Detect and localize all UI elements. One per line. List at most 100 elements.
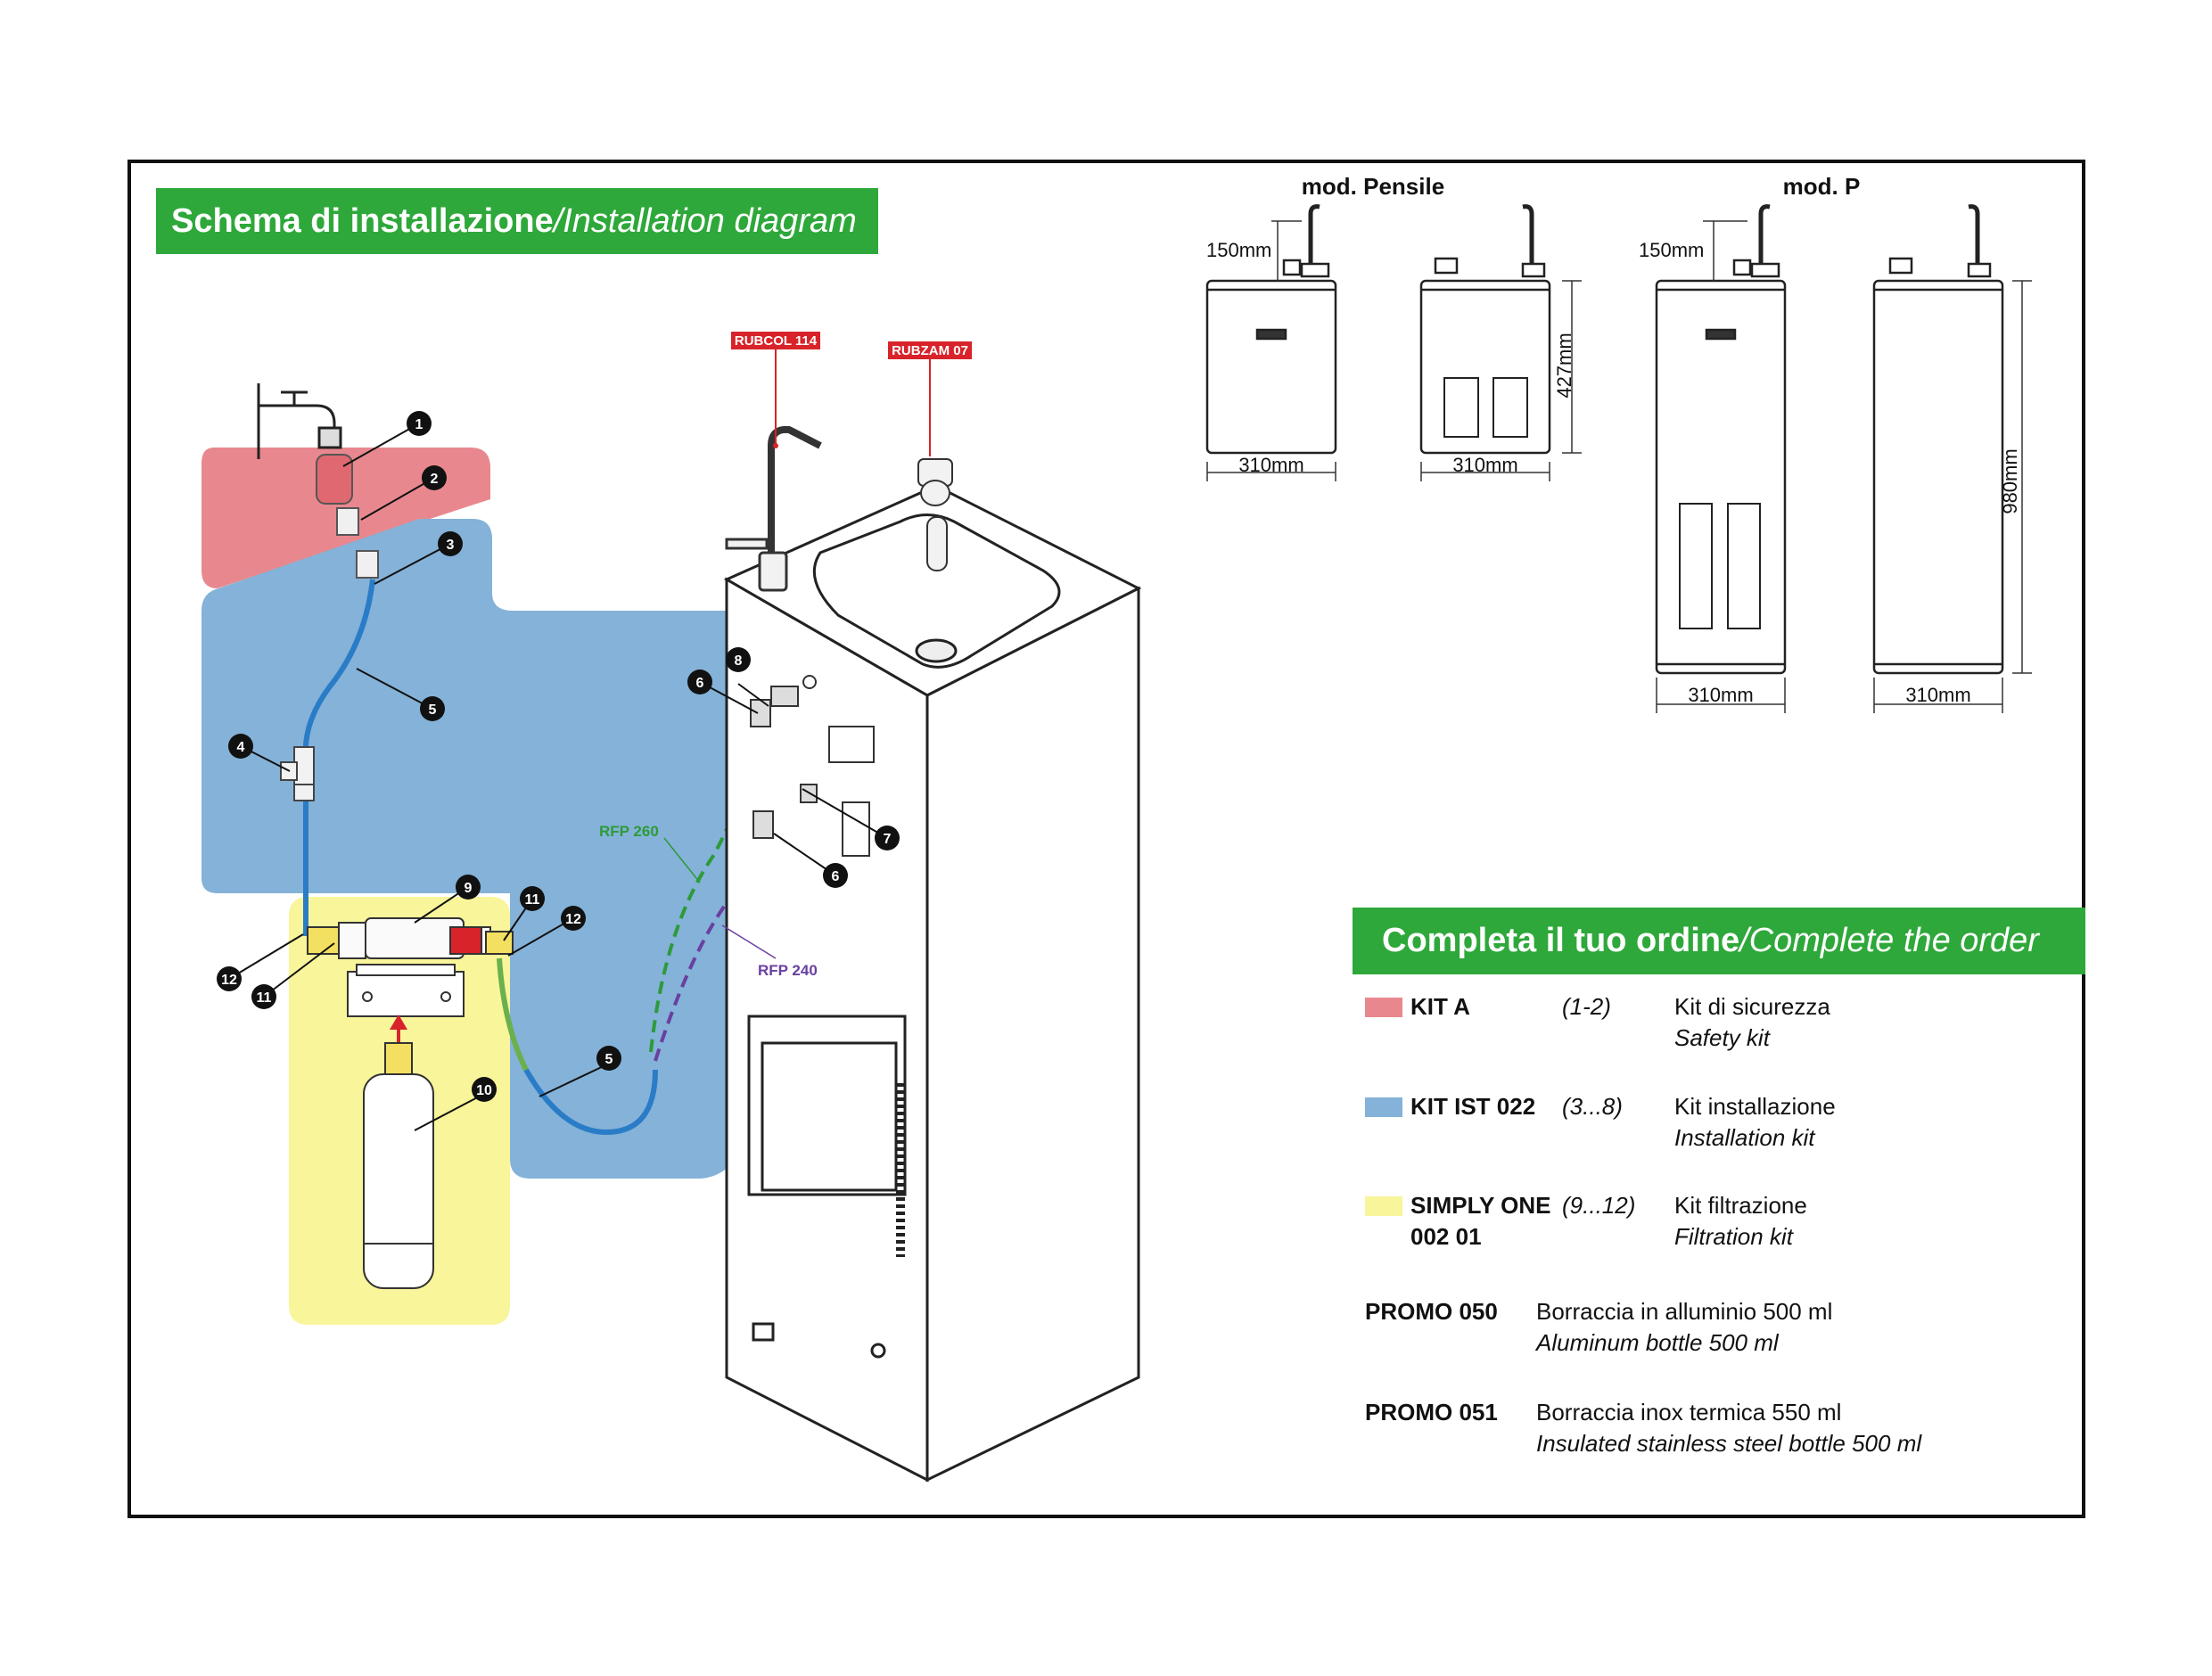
callout-3: 3 (438, 531, 463, 556)
bubbler-rubzam (917, 458, 953, 571)
pensile-front-width: 310mm (1238, 454, 1303, 476)
simply-one-range: (9...12) (1562, 1192, 1636, 1219)
insert-arrow-head (390, 1015, 407, 1030)
hose-outlet-blue (523, 1068, 658, 1136)
internal-fittings (750, 675, 875, 857)
pensile-side-width: 310mm (1452, 454, 1517, 476)
promo-050-name: PROMO 050 (1365, 1298, 1498, 1325)
title-order-en: /Complete the order (1739, 922, 2039, 959)
kit-ist-desc-en: Installation kit (1674, 1124, 1815, 1151)
model-p-height-label: 150mm (1639, 239, 1704, 261)
model-p-title: mod. P (1783, 173, 1861, 200)
kit-a-name: KIT A (1410, 993, 1470, 1020)
filter-bracket (347, 964, 465, 1017)
kit-a-desc-en: Safety kit (1674, 1024, 1770, 1051)
callout-12a: 12 (217, 966, 242, 991)
leader-rfp260 (663, 837, 701, 883)
title-order-it: Completa il tuo ordine (1382, 922, 1740, 959)
simply-one-desc: Kit filtrazione (1674, 1192, 1807, 1219)
pensile-height-label: 150mm (1206, 239, 1271, 261)
svg-text:11: 11 (257, 990, 272, 1006)
hose-supply (302, 579, 375, 936)
wall-tap (257, 383, 342, 459)
simply-one-code: 002 01 (1410, 1223, 1482, 1250)
kit-a-desc: Kit di sicurezza (1674, 993, 1830, 1020)
pensile-depth-label: 427mm (1553, 333, 1575, 398)
kit-ist-name: KIT IST 022 (1410, 1093, 1536, 1120)
callout-8: 8 (726, 647, 751, 672)
pensile-front-dims (1206, 220, 1336, 481)
filter-cartridge (363, 1042, 434, 1289)
promo-050-desc-en: Aluminum bottle 500 ml (1536, 1329, 1779, 1356)
pipe-rfp260 (649, 703, 752, 1053)
label-rfp240: RFP 240 (758, 962, 818, 979)
callout-7: 7 (875, 826, 900, 850)
filter-head (307, 917, 514, 959)
hose-outlet-green (497, 957, 529, 1072)
kit-ist-range: (3...8) (1562, 1093, 1623, 1120)
svg-text:8: 8 (735, 653, 743, 669)
pensile-side-dims (1420, 280, 1582, 481)
fountain-cabinet (723, 484, 1142, 1483)
svg-text:1: 1 (415, 417, 423, 432)
callout-11a: 11 (251, 984, 276, 1009)
kit-ist-desc: Kit installazione (1674, 1093, 1836, 1120)
model-p-front (1655, 204, 1787, 675)
callout-1: 1 (407, 411, 432, 436)
model-p-side-dims (1873, 280, 2032, 713)
promo-050-desc: Borraccia in alluminio 500 ml (1536, 1298, 1833, 1325)
title-install-en: /Installation diagram (553, 201, 857, 240)
callout-10: 10 (472, 1077, 497, 1102)
svg-text:6: 6 (696, 676, 704, 691)
model-p-total-height: 980mm (1999, 448, 2021, 513)
promo-051-desc-en: Insulated stainless steel bottle 500 ml (1536, 1430, 1922, 1457)
complete-order-title: Completa il tuo ordine/Complete the orde… (1353, 908, 2085, 974)
callout-11b: 11 (520, 886, 545, 911)
promo-051-name: PROMO 051 (1365, 1399, 1498, 1425)
callout-4: 4 (228, 734, 253, 759)
tag-rubcol-text: RUBCOL 114 (735, 333, 818, 349)
kit-a-range: (1-2) (1562, 993, 1611, 1020)
swatch-kit-a (1365, 998, 1402, 1017)
leader-rfp240 (721, 924, 777, 959)
page-frame (127, 160, 2085, 1518)
callout-9: 9 (456, 875, 481, 900)
callout-6b: 6 (823, 863, 848, 888)
model-p-front-dims (1656, 220, 1786, 713)
promo-051-desc: Borraccia inox termica 550 ml (1536, 1399, 1842, 1425)
svg-text:4: 4 (237, 740, 245, 755)
simply-one-desc-en: Filtration kit (1674, 1223, 1793, 1250)
callout-12b: 12 (561, 906, 586, 931)
model-p-side-width: 310mm (1905, 684, 1970, 706)
svg-text:6: 6 (832, 869, 840, 884)
callout-5b: 5 (596, 1046, 621, 1071)
svg-text:3: 3 (447, 538, 455, 553)
swatch-kit-ist (1365, 1097, 1402, 1117)
callout-2: 2 (422, 465, 447, 490)
model-p-front-width: 310mm (1688, 684, 1753, 706)
title-install-it: Schema di installazione (171, 201, 554, 240)
simply-one-name: SIMPLY ONE (1410, 1192, 1551, 1219)
svg-text:10: 10 (476, 1083, 492, 1098)
model-pensile-title: mod. Pensile (1302, 173, 1444, 200)
svg-text:12: 12 (221, 973, 237, 988)
pressure-reducer (316, 454, 379, 579)
svg-text:2: 2 (431, 472, 439, 487)
installation-diagram-title: Schema di installazione/Installation dia… (156, 188, 878, 254)
svg-text:12: 12 (565, 912, 581, 927)
tag-rubzam: RUBZAM 07 (888, 341, 972, 456)
svg-text:5: 5 (605, 1052, 613, 1067)
svg-text:5: 5 (429, 702, 437, 718)
svg-text:7: 7 (884, 832, 892, 847)
callout-6a: 6 (687, 670, 712, 694)
pensile-side (1419, 204, 1551, 455)
tag-rubzam-text: RUBZAM 07 (892, 343, 968, 358)
label-rfp260: RFP 260 (599, 823, 659, 840)
tag-rubcol: RUBCOL 114 (731, 332, 820, 448)
model-p-side (1872, 204, 2004, 675)
callout-5a: 5 (420, 696, 445, 721)
pensile-front (1205, 204, 1337, 455)
svg-text:9: 9 (465, 881, 473, 896)
svg-text:11: 11 (525, 892, 540, 908)
